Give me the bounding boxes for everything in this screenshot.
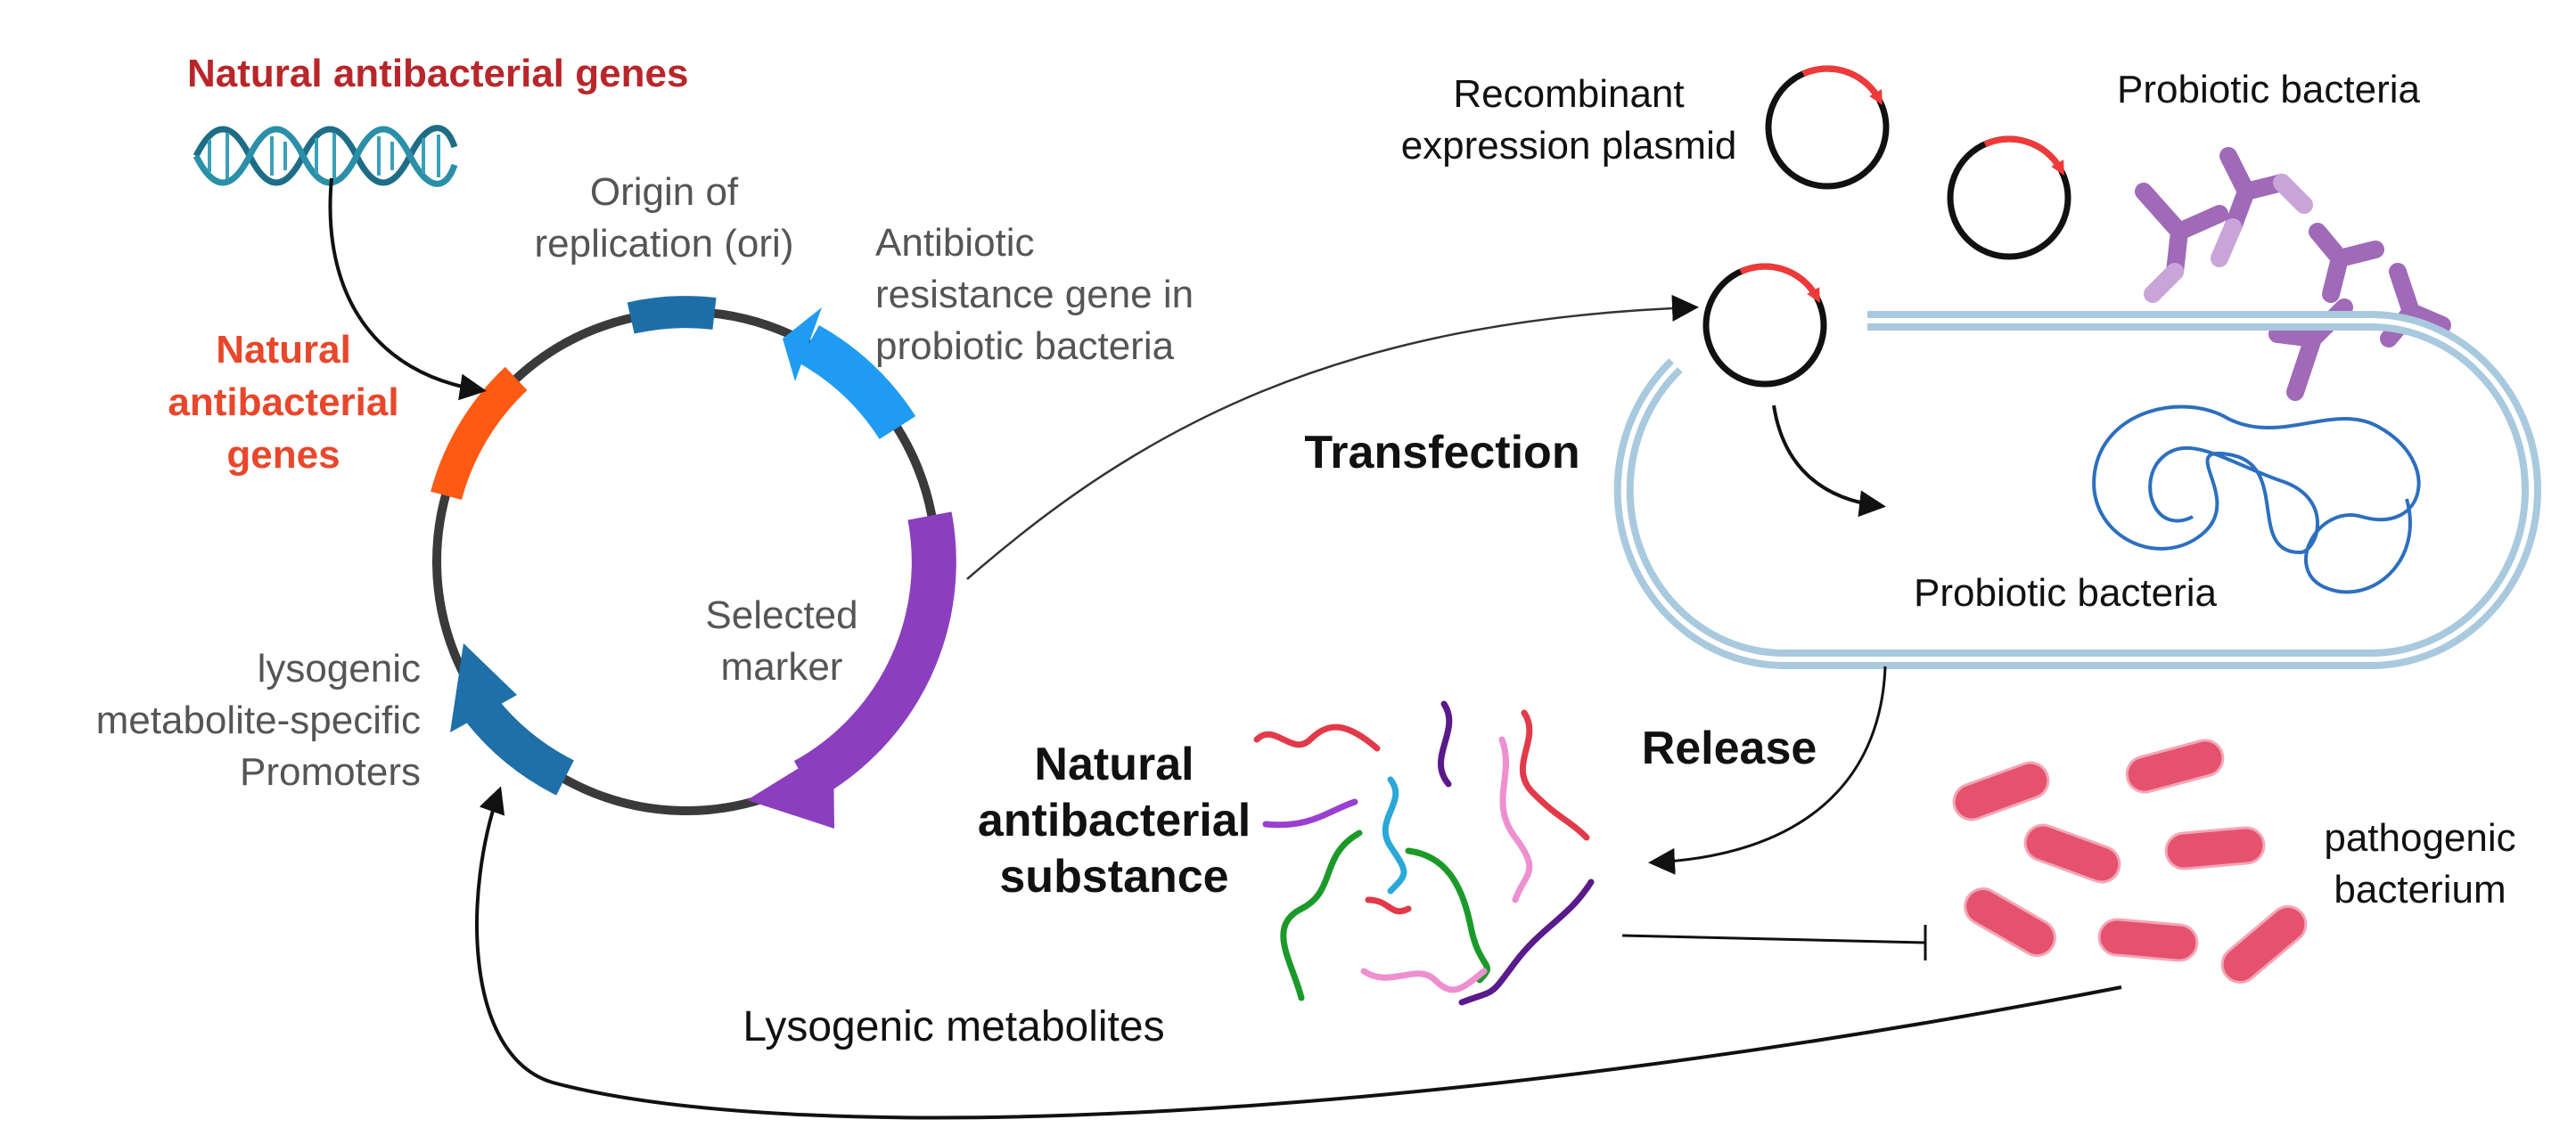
recombinant-plasmid-icon bbox=[1702, 263, 1827, 388]
origin-label-2: replication (ori) bbox=[535, 222, 794, 266]
recombinant-plasmid-icon bbox=[1765, 65, 1890, 190]
transfection-arrow bbox=[966, 294, 1699, 580]
promoter-arrowhead bbox=[450, 643, 517, 732]
substance-label-2: antibacterial bbox=[978, 795, 1251, 846]
probiotic-cell-label: Probiotic bacteria bbox=[1914, 571, 2217, 615]
recombinant-label-2: expression plasmid bbox=[1401, 124, 1737, 168]
pathogenic-label-1: pathogenic bbox=[2324, 816, 2515, 860]
natural-genes-segment bbox=[431, 366, 528, 501]
dna-helix-icon bbox=[193, 125, 458, 187]
genes-insert-arrow bbox=[328, 177, 487, 401]
natural-genes-side-2: antibacterial bbox=[168, 380, 398, 424]
inhibition-line bbox=[1621, 925, 1927, 960]
selected-marker-label-1: Selected bbox=[705, 593, 857, 637]
probiotic-top-label: Probiotic bacteria bbox=[2117, 68, 2420, 111]
pathogenic-label-2: bacterium bbox=[2334, 868, 2506, 911]
antibiotic-label-2: resistance gene in bbox=[875, 273, 1194, 316]
lysogenic-metabolites-arrow bbox=[475, 786, 2122, 1120]
substance-label-1: Natural bbox=[1034, 739, 1194, 790]
resistance-gene-segment bbox=[798, 325, 916, 440]
resistance-gene-arrowhead bbox=[783, 307, 822, 381]
antibiotic-label-1: Antibiotic bbox=[875, 221, 1035, 265]
plasmid-icon bbox=[431, 296, 956, 829]
nucleoid-icon bbox=[2092, 404, 2421, 594]
promoters-label-1: lysogenic bbox=[258, 647, 421, 690]
lysogenic-metabolites-label: Lysogenic metabolites bbox=[742, 1003, 1164, 1050]
plasmid-uptake-arrow bbox=[1772, 404, 1886, 518]
selected-marker-segment bbox=[793, 511, 956, 800]
promoter-segment bbox=[466, 698, 575, 796]
natural-genes-title: Natural antibacterial genes bbox=[187, 52, 688, 95]
recombinant-label-1: Recombinant bbox=[1453, 72, 1684, 116]
promoters-label-2: metabolite-specific bbox=[96, 699, 421, 742]
recombinant-plasmid-icon bbox=[1947, 135, 2071, 260]
antibiotic-label-3: probiotic bacteria bbox=[875, 324, 1175, 368]
substance-label-3: substance bbox=[999, 851, 1228, 903]
promoters-label-3: Promoters bbox=[240, 750, 421, 794]
natural-genes-side-1: Natural bbox=[216, 328, 351, 372]
selected-marker-label-2: marker bbox=[721, 645, 843, 689]
release-label: Release bbox=[1642, 723, 1817, 774]
probiotic-bacteria-icon bbox=[2135, 147, 2451, 401]
origin-label-1: Origin of bbox=[590, 170, 739, 214]
natural-genes-side-3: genes bbox=[226, 433, 340, 477]
pathogenic-bacteria-icon bbox=[1952, 739, 2308, 984]
bacterial-cell-icon bbox=[1613, 311, 2541, 669]
ori-segment bbox=[627, 296, 717, 334]
antibacterial-peptides-icon bbox=[1253, 700, 1595, 1006]
selected-marker-arrowhead bbox=[747, 747, 834, 829]
release-arrow bbox=[1648, 666, 1887, 875]
transfection-label: Transfection bbox=[1304, 427, 1579, 478]
